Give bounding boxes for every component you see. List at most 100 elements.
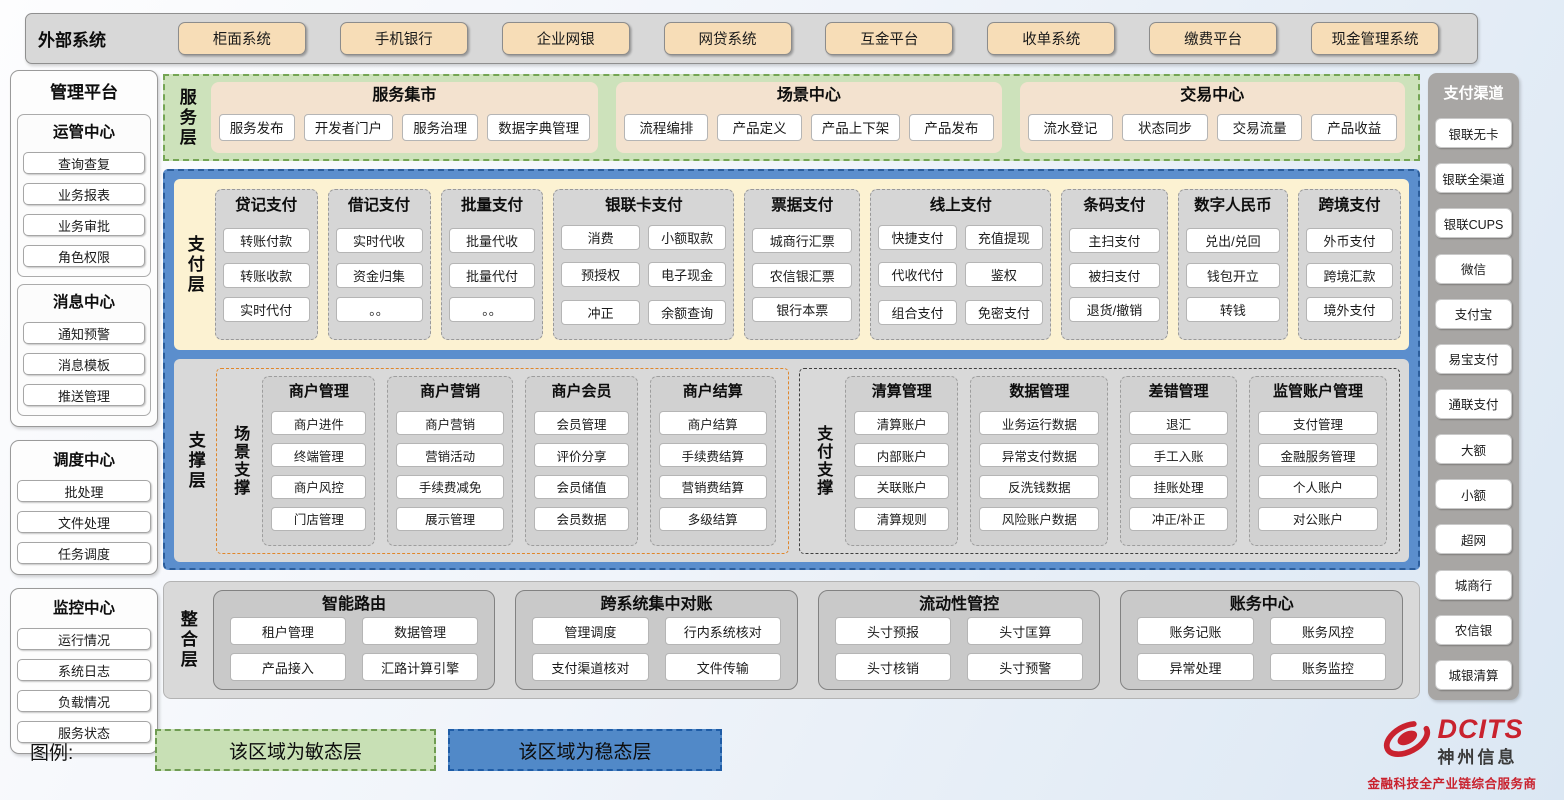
payment-item: 被扫支付 [1069,262,1160,288]
support-column-items: 商户结算手续费结算营销费结算多级结算 [659,404,767,539]
external-system-box: 网贷系统 [663,22,792,55]
payment-group-title: 线上支付 [929,197,992,214]
payment-item: 消费 [561,225,640,251]
payment-item: 兑出/兑回 [1185,228,1281,254]
management-platform-sidebar: 管理平台 运管中心查询查复业务报表业务审批角色权限消息中心通知预警消息模板推送管… [10,70,158,767]
integration-group: 跨系统集中对账管理调度行内系统核对支付渠道核对文件传输 [515,590,798,690]
payment-item: 。。 [448,296,536,322]
service-panel-items: 流水登记状态同步交易流量产品收益 [1027,107,1398,147]
integration-item: 产品接入 [229,653,346,681]
payment-group-title: 借记支付 [348,197,411,214]
support-item: 清算规则 [854,506,950,531]
sidebar-panel: 监控中心运行情况系统日志负载情况服务状态 [10,588,158,754]
sidebar-item: 负载情况 [17,690,151,712]
support-column: 商户会员会员管理评价分享会员储值会员数据 [524,375,639,546]
logo-brand: DCITS [1437,713,1524,744]
service-layer: 服务层 服务集市服务发布开发者门户服务治理数据字典管理场景中心流程编排产品定义产… [163,74,1420,161]
payment-channel-box: 银联全渠道 [1435,163,1512,194]
service-panel: 交易中心流水登记状态同步交易流量产品收益 [1019,82,1405,153]
support-item: 终端管理 [271,443,367,468]
payment-group: 条码支付主扫支付被扫支付退货/撤销 [1061,189,1168,340]
payment-group-items: 转账付款转账收款实时代付 [222,219,310,331]
payment-group-items: 实时代收资金归集。。 [335,219,423,331]
support-group-label: 支付支撑 [814,424,832,497]
logo-tagline: 金融科技全产业链综合服务商 [1367,777,1537,791]
payment-item: 退货/撤销 [1069,296,1160,322]
service-item: 流水登记 [1027,113,1114,141]
payment-channel-box: 支付宝 [1435,298,1512,329]
payment-group-title: 条码支付 [1083,197,1146,214]
payment-item: 小额取款 [647,225,727,251]
service-panel-items: 流程编排产品定义产品上下架产品发布 [624,107,994,147]
service-item: 交易流量 [1216,113,1303,141]
service-item: 服务发布 [218,113,295,141]
payment-group-items: 消费小额取款预授权电子现金冲正余额查询 [561,219,727,331]
payment-group-title: 批量支付 [460,197,523,214]
support-item: 手续费减免 [396,474,504,499]
sidebar-item: 业务报表 [23,183,145,205]
payment-item: 代收代付 [878,262,957,288]
support-item: 营销活动 [396,443,504,468]
payment-layer: 支付层 贷记支付转账付款转账收款实时代付 借记支付实时代收资金归集。。 批量支付批量… [174,179,1409,350]
integration-item: 异常处理 [1137,653,1254,681]
support-column-items: 商户营销营销活动手续费减免展示管理 [396,404,504,539]
support-column-items: 支付管理金融服务管理个人账户对公账户 [1257,404,1378,539]
sidebar-item: 通知预警 [23,322,145,344]
payment-layer-label: 支付层 [184,234,204,295]
external-system-box: 现金管理系统 [1311,22,1439,55]
management-platform-panel: 管理平台 运管中心查询查复业务报表业务审批角色权限消息中心通知预警消息模板推送管… [10,70,158,427]
external-systems-list: 柜面系统手机银行企业网银网贷系统互金平台收单系统缴费平台现金管理系统 [144,22,1477,55]
payment-group: 银联卡支付消费小额取款预授权电子现金冲正余额查询 [553,189,735,340]
support-item: 内部账户 [854,443,950,468]
integration-item: 租户管理 [229,617,346,645]
service-panel-title: 场景中心 [776,87,841,104]
support-item: 金融服务管理 [1257,443,1378,468]
support-item: 会员储值 [533,474,630,499]
payment-channel-box: 微信 [1435,253,1512,284]
integration-item: 头寸预报 [834,617,952,645]
service-item: 服务治理 [402,113,479,141]
payment-group-title: 数字人民币 [1194,197,1272,214]
legend-stable-layer: 该区域为稳态层 [448,729,722,771]
support-column-title: 商户管理 [288,382,349,400]
sidebar-item: 批处理 [17,480,151,502]
support-layer-groups: 场景支撑商户管理商户进件终端管理商户风控门店管理商户营销商户营销营销活动手续费减… [211,367,1405,554]
support-item: 评价分享 [533,443,630,468]
integration-item: 头寸核销 [834,653,952,681]
payment-item: 。。 [335,296,423,322]
payment-item: 批量代收 [448,228,536,254]
integration-group-title: 账务中心 [1229,596,1294,613]
support-layer: 支撑层 场景支撑商户管理商户进件终端管理商户风控门店管理商户营销商户营销营销活动… [174,359,1409,562]
payment-channel-box: 银联无卡 [1435,118,1512,149]
service-layer-panels: 服务集市服务发布开发者门户服务治理数据字典管理场景中心流程编排产品定义产品上下架… [202,76,1414,159]
support-item: 对公账户 [1257,506,1378,531]
legend-agile-layer: 该区域为敏态层 [155,729,436,771]
payment-channel-box: 城银清算 [1435,659,1512,690]
service-item: 流程编排 [624,113,709,141]
service-panel-title: 交易中心 [1180,87,1245,104]
payment-item: 冲正 [561,299,640,325]
support-column: 清算管理清算账户内部账户关联账户清算规则 [845,375,959,546]
sidebar-group-title: 调度中心 [52,452,115,469]
payment-group-items: 兑出/兑回钱包开立转钱 [1185,219,1281,331]
support-item: 业务运行数据 [979,411,1100,436]
support-item: 手续费结算 [659,443,767,468]
integration-group-items: 头寸预报头寸匡算头寸核销头寸预警 [831,617,1088,681]
support-column: 监管账户管理支付管理金融服务管理个人账户对公账户 [1248,375,1387,546]
support-column-title: 商户营销 [420,382,481,400]
payment-group-title: 贷记支付 [235,197,298,214]
support-column-items: 商户进件终端管理商户风控门店管理 [271,404,367,539]
payment-group-items: 主扫支付被扫支付退货/撤销 [1069,219,1160,331]
service-panel-title: 服务集市 [372,87,437,104]
payment-item: 余额查询 [647,299,727,325]
external-systems-label: 外部系统 [38,31,106,50]
payment-item: 外币支付 [1306,228,1393,254]
support-item: 商户风控 [271,474,367,499]
payment-item: 批量代付 [448,262,536,288]
support-item: 展示管理 [396,506,504,531]
support-item: 会员数据 [533,506,630,531]
sidebar-group-title: 运管中心 [52,124,115,141]
sidebar-item: 系统日志 [17,659,151,681]
payment-channel-box: 农信银 [1435,614,1512,645]
